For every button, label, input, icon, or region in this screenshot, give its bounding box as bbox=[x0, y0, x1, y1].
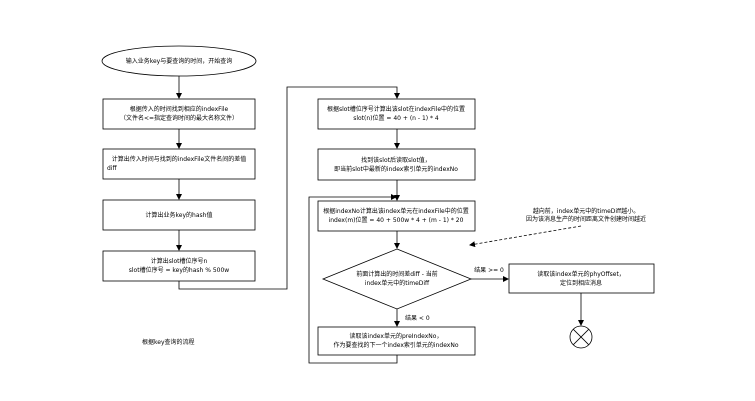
decision-line1: 前面计算出的时间差diff - 当前 bbox=[356, 270, 438, 278]
step7-line1: 根据indexNo计算出该index单元在indexFile中的位置 bbox=[323, 207, 468, 215]
step-read-slot: 找到该slot后读取slot值， 即当前slot中最新的index索引单元的in… bbox=[317, 148, 476, 181]
end-node bbox=[569, 325, 593, 349]
note-line1: 越向前，index单元中的timeDiff越小。 bbox=[533, 207, 639, 215]
step2-line1: 计算出传入时间与找到的indexFile文件名间的差值 bbox=[112, 155, 246, 163]
decision-line2: index单元中的timeDiff bbox=[365, 279, 430, 287]
arrow-step4-step5 bbox=[178, 86, 400, 290]
step6-line2: 即当前slot中最新的index索引单元的indexNo bbox=[334, 165, 458, 173]
yes-action-line2: 定位到相应消息 bbox=[560, 279, 602, 287]
note-line2: 因为该消息生产的时间距离文件创建时间越近 bbox=[526, 215, 646, 223]
step-calc-diff: 计算出传入时间与找到的indexFile文件名间的差值 diff bbox=[102, 148, 256, 180]
step3-label: 计算出业务key的hash值 bbox=[146, 211, 213, 219]
diagram-caption: 根据key查询的流程 bbox=[142, 338, 195, 346]
step-slot-position: 根据slot槽位序号计算出该slot在indexFile中的位置 slot(n)… bbox=[317, 98, 476, 130]
yes-action-line1: 读取该index单元的phyOffset， bbox=[537, 270, 625, 278]
step1-line2: （文件名<=指定查询时间的最大名称文件） bbox=[120, 114, 238, 122]
start-label: 输入业务key与要查询的时间，开始查询 bbox=[126, 57, 233, 65]
note-annotation: 越向前，index单元中的timeDiff越小。 因为该消息生产的时间距离文件创… bbox=[526, 207, 646, 223]
step2-line2: diff bbox=[107, 165, 117, 172]
step1-line1: 根据传入的时间找到相应的indexFile bbox=[130, 105, 229, 113]
decision-node: 前面计算出的时间差diff - 当前 index单元中的timeDiff bbox=[321, 248, 473, 310]
step4-line1: 计算出slot槽位序号n bbox=[151, 257, 208, 265]
note-dashed-arrow bbox=[469, 225, 582, 248]
step5-line2: slot(n)位置 = 40 + (n - 1) * 4 bbox=[353, 114, 439, 122]
no-action-node: 读取该index单元的preIndexNo， 作为要查找的下一个index索引单… bbox=[317, 326, 476, 356]
no-branch-label: 结果 < 0 bbox=[405, 314, 430, 322]
step7-line2: index(m)位置 = 40 + 500w * 4 + (m - 1) * 2… bbox=[329, 216, 464, 224]
no-action-line1: 读取该index单元的preIndexNo， bbox=[350, 332, 443, 340]
yes-action-node: 读取该index单元的phyOffset， 定位到相应消息 bbox=[508, 263, 655, 294]
step-index-position: 根据indexNo计算出该index单元在indexFile中的位置 index… bbox=[317, 200, 476, 232]
arrow-loop-back bbox=[308, 194, 398, 364]
yes-branch-label: 结果 >= 0 bbox=[474, 266, 504, 274]
step6-line1: 找到该slot后读取slot值， bbox=[361, 156, 431, 164]
step-calc-slot: 计算出slot槽位序号n slot槽位序号 = key的hash % 500w bbox=[102, 250, 256, 282]
step5-line1: 根据slot槽位序号计算出该slot在indexFile中的位置 bbox=[327, 105, 465, 113]
step-find-indexfile: 根据传入的时间找到相应的indexFile （文件名<=指定查询时间的最大名称文… bbox=[102, 98, 256, 130]
no-action-line2: 作为要查找的下一个index索引单元的indexNo bbox=[334, 341, 459, 349]
step-calc-hash: 计算出业务key的hash值 bbox=[102, 199, 256, 231]
start-node: 输入业务key与要查询的时间，开始查询 bbox=[101, 45, 257, 77]
step4-line2: slot槽位序号 = key的hash % 500w bbox=[129, 266, 230, 274]
